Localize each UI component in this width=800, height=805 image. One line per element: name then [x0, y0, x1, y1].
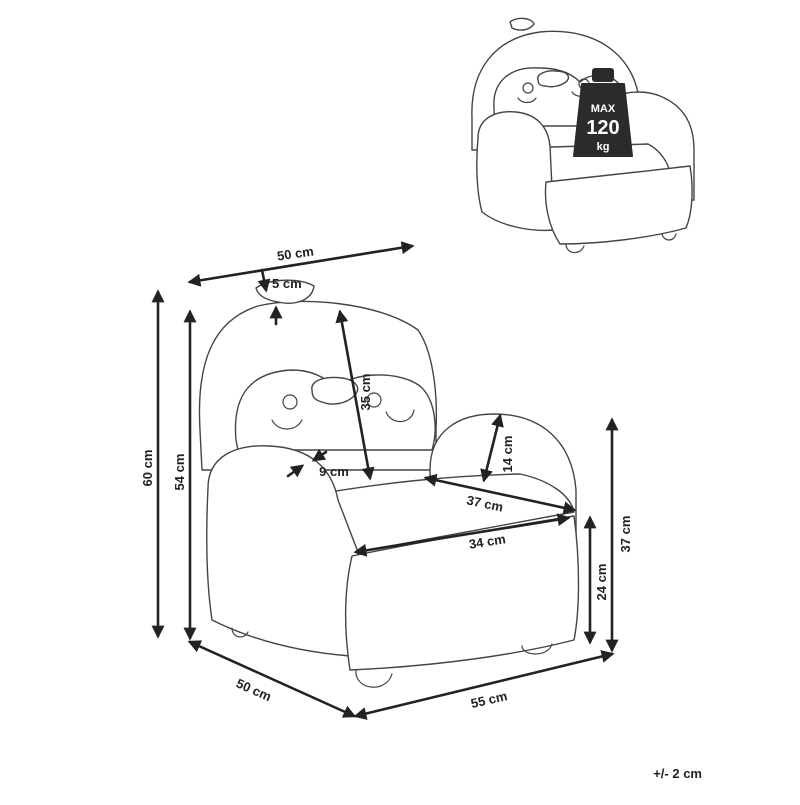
- max-load-unit: kg: [597, 141, 610, 153]
- back-foot: [231, 627, 249, 638]
- thumbnail-left-eye: [522, 82, 534, 94]
- thumbnail-foot-left: [565, 243, 585, 254]
- label-top-width: 50 cm: [276, 244, 315, 264]
- left-cheek: [271, 419, 303, 430]
- main-chair: [198, 279, 580, 688]
- front-foot: [355, 669, 393, 688]
- dim-line-back-height: [335, 309, 375, 481]
- label-armrest-floor-height: 37 cm: [618, 516, 633, 553]
- label-beak: 5 cm: [272, 276, 302, 291]
- dim-line-armrest-gap-a: [286, 464, 305, 478]
- thumbnail-foot-right: [661, 233, 677, 241]
- max-load-label: MAX: [591, 103, 616, 115]
- max-load-value: 120: [586, 117, 619, 139]
- label-seat-depth: 37 cm: [465, 492, 504, 514]
- left-eye: [282, 394, 298, 410]
- thumbnail-beak: [537, 70, 570, 88]
- dim-line-armrest-gap-b: [311, 448, 328, 462]
- label-seat-height: 24 cm: [594, 564, 609, 601]
- thumbnail-left-cheek: [517, 97, 537, 104]
- dim-line-armrest-height: [480, 413, 504, 483]
- label-seat-width: 34 cm: [468, 531, 507, 552]
- label-armrest-gap: 9 cm: [319, 464, 349, 479]
- dim-line-base-width: [353, 650, 615, 720]
- label-base-depth: 50 cm: [234, 676, 274, 705]
- max-load-weight-icon: MAX 120 kg: [573, 68, 633, 157]
- right-cheek: [385, 409, 415, 423]
- dim-line-seat-width: [353, 513, 571, 557]
- label-back-height-front: 54 cm: [172, 454, 187, 491]
- dim-line-base-depth: [187, 640, 357, 718]
- thumbnail-head-tuft: [509, 17, 535, 31]
- dim-line-top-width: [187, 241, 415, 287]
- label-armrest-height: 14 cm: [500, 436, 515, 473]
- thumbnail-left-armrest: [476, 111, 555, 232]
- label-total-height: 60 cm: [140, 450, 155, 487]
- dim-line-beak-top: [257, 268, 271, 293]
- dim-line-seat-depth: [423, 473, 577, 515]
- label-base-width: 55 cm: [469, 688, 508, 711]
- label-back-height: 35 cm: [358, 374, 373, 411]
- dimension-lines: [151, 241, 619, 720]
- tolerance-note: +/- 2 cm: [653, 766, 702, 781]
- thumbnail-base: [544, 165, 693, 245]
